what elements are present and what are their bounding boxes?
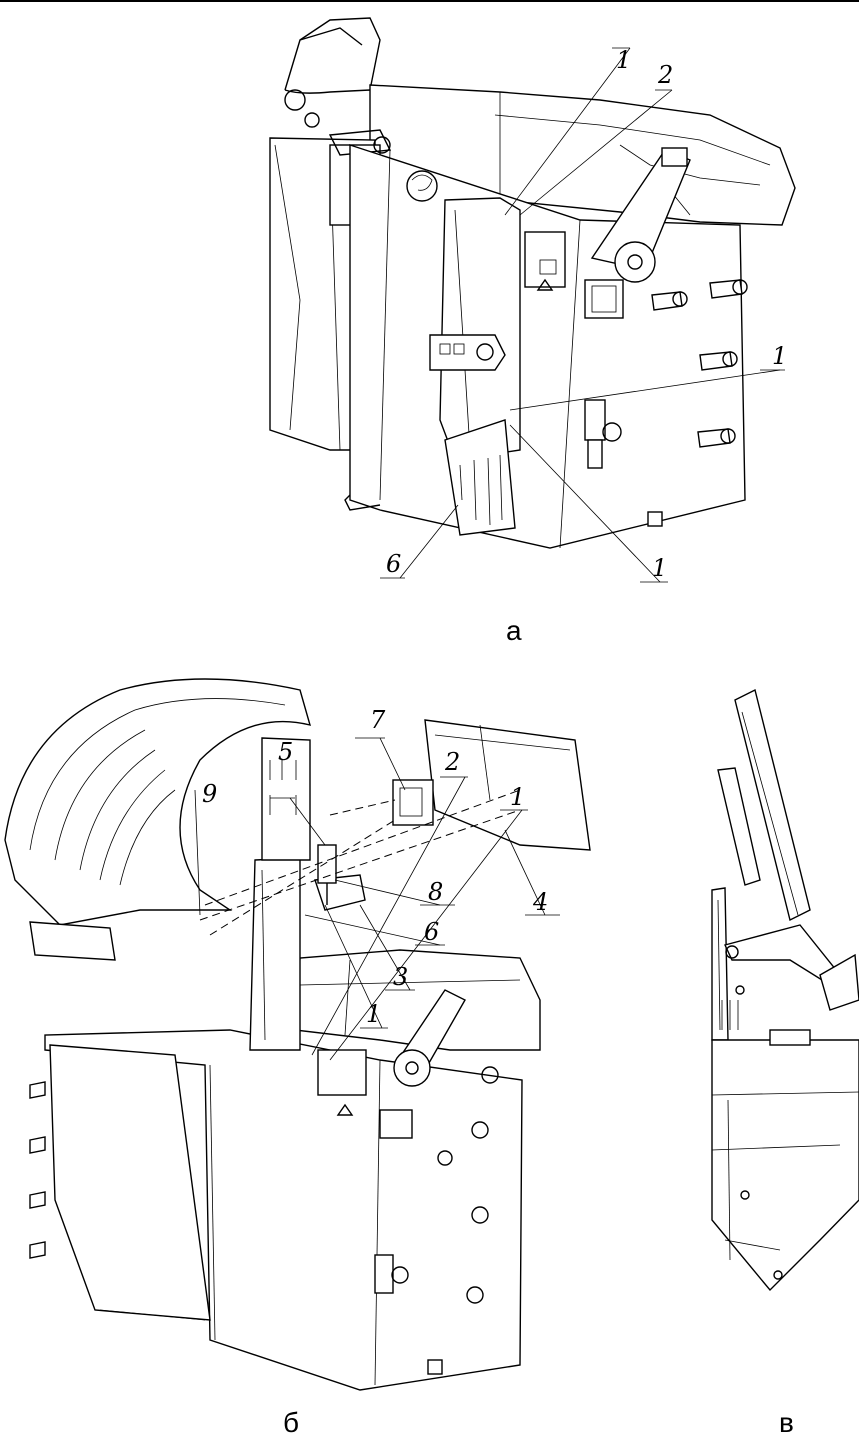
callout-b-9: 9: [202, 780, 217, 808]
caption-view-b: б: [283, 1407, 299, 1438]
caption-view-a: а: [506, 615, 522, 646]
callout-b-6: 6: [424, 918, 439, 946]
view-a-machine: [269, 17, 796, 583]
view-b-machine: [4, 678, 591, 1391]
callout-a-1-middle: 1: [772, 342, 787, 370]
caption-view-v: в: [779, 1407, 794, 1438]
callout-a-1-bottom: 1: [652, 554, 667, 582]
callout-b-7: 7: [370, 706, 386, 734]
callout-b-2: 2: [444, 748, 460, 776]
callout-b-3: 3: [393, 963, 408, 991]
callout-b-1-left: 1: [366, 1000, 381, 1028]
view-v-machine: [711, 688, 859, 1292]
callout-b-8: 8: [428, 878, 443, 906]
callout-b-1-right: 1: [510, 783, 525, 811]
callout-a-6: 6: [386, 550, 401, 578]
callout-b-4: 4: [532, 888, 548, 916]
callout-b-5: 5: [278, 738, 293, 766]
callout-a-1-top: 1: [616, 46, 631, 74]
top-border-line: [0, 0, 859, 2]
callout-a-2-top: 2: [657, 61, 673, 89]
